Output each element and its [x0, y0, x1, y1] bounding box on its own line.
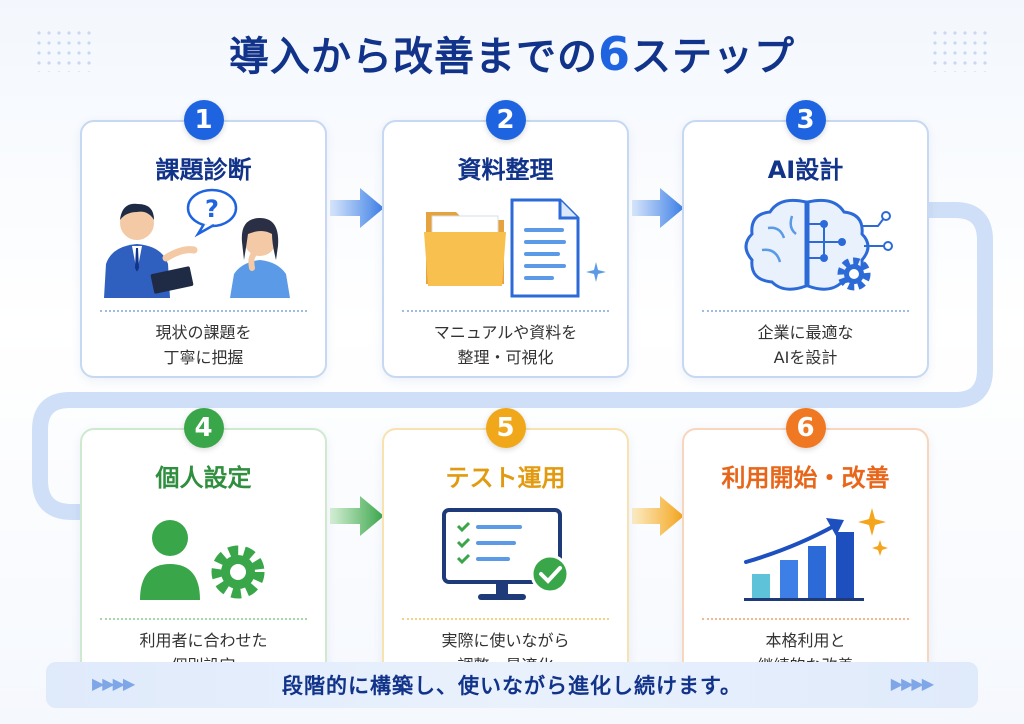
step-desc-6-line1: 本格利用と [765, 631, 846, 650]
growth-chart-illustration [744, 508, 888, 601]
arrow-4-5 [330, 496, 384, 536]
step-badge-3: 3 [785, 100, 826, 140]
step-separator-1 [100, 310, 307, 312]
arrow-1-2 [330, 188, 384, 228]
arrow-5-6 [632, 496, 684, 536]
decor-dots-left [34, 28, 94, 72]
step-separator-6 [702, 618, 909, 620]
test-operation-illustration [442, 508, 570, 600]
speech-bubble-icon [186, 188, 238, 238]
chevron-right-decor-icon: ▶▶▶▶ [890, 674, 934, 693]
step-separator-2 [402, 310, 609, 312]
step-title-1: 課題診断 [155, 156, 252, 184]
folder-icon [424, 212, 506, 286]
sparkle-large-icon [858, 508, 886, 536]
step-desc-1: 現状の課題を 丁寧に把握 [82, 320, 325, 370]
loop-connector [32, 202, 993, 520]
step-title-6: 利用開始・改善 [721, 464, 890, 492]
step-desc-1-line1: 現状の課題を [155, 323, 252, 342]
check-circle-icon [530, 554, 570, 594]
footer-banner: ▶▶▶▶ 段階的に構築し、使いながら進化し続けます。 ▶▶▶▶ [46, 662, 978, 708]
document-icon [510, 198, 580, 298]
title-suffix: ステップ [631, 34, 795, 80]
step-separator-3 [702, 310, 909, 312]
step-title-3: AI設計 [767, 156, 844, 184]
step-desc-2: マニュアルや資料を 整理・可視化 [384, 320, 627, 370]
documents-illustration [424, 198, 606, 298]
step-desc-1-line2: 丁寧に把握 [163, 348, 244, 367]
decor-dots-right [930, 28, 990, 72]
step-title-2: 資料整理 [457, 156, 554, 184]
step-desc-3-line1: 企業に最適な [757, 323, 854, 342]
step-desc-2-line2: 整理・可視化 [457, 348, 554, 367]
user-icon [140, 520, 200, 600]
gear-icon [837, 257, 871, 291]
step-desc-5-line1: 実際に使いながら [441, 631, 570, 650]
question-mark: ? [205, 195, 219, 223]
sparkle-icon [586, 262, 606, 282]
checklist-icon [456, 521, 522, 565]
step-separator-5 [402, 618, 609, 620]
step-badge-6: 6 [785, 408, 826, 448]
step-card-5: 5 テスト運用 実際に使いながら 調整・最適化 [382, 408, 629, 686]
step-desc-3-line2: AIを設計 [773, 348, 838, 367]
monitor-icon [442, 508, 562, 600]
sparkle-small-icon [872, 540, 888, 556]
personal-settings-illustration [140, 520, 265, 600]
step-card-1: 1 課題診断 ? 現状の課題を 丁寧に把握 [80, 100, 327, 378]
title-main: 導入から改善までの [228, 34, 598, 80]
step-badge-1: 1 [183, 100, 224, 140]
page-title: 導入から改善までの6ステップ [0, 24, 1024, 82]
consultant-man-icon [104, 203, 198, 298]
footer-message: 段階的に構築し、使いながら進化し続けます。 [282, 674, 742, 698]
chevron-left-decor-icon: ▶▶▶▶ [92, 674, 135, 693]
step-badge-4: 4 [183, 408, 224, 448]
gear-icon [211, 545, 265, 599]
step-badge-2: 2 [485, 100, 526, 140]
title-number: 6 [597, 27, 631, 81]
step-desc-4-line1: 利用者に合わせた [139, 631, 268, 650]
step-separator-4 [100, 618, 307, 620]
step-card-4: 4 個人設定 利用者に合わせた 個別設定 [80, 408, 327, 686]
bar-chart-icon [744, 532, 864, 601]
step-title-5: テスト運用 [445, 464, 566, 492]
step-card-3: 3 AI設計 企業に最適な AIを設計 [682, 100, 929, 378]
arrow-2-3 [632, 188, 684, 228]
circuit-nodes-icon [862, 211, 893, 251]
step-badge-5: 5 [485, 408, 526, 448]
ai-brain-illustration [744, 198, 893, 291]
consultation-illustration: ? [104, 188, 290, 298]
step-title-4: 個人設定 [155, 464, 252, 492]
step-desc-3: 企業に最適な AIを設計 [684, 320, 927, 370]
step-desc-2-line1: マニュアルや資料を [433, 323, 578, 342]
step-card-2: 2 資料整理 マニュアルや資料を 整理・可視化 [382, 100, 629, 378]
trend-arrow-icon [744, 518, 844, 564]
step-card-6: 6 利用開始・改善 本格利用と 継続的な改善 [682, 408, 929, 686]
client-woman-icon [230, 218, 290, 298]
